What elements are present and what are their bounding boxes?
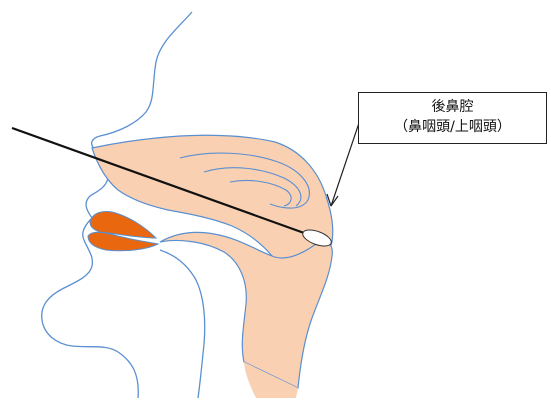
callout-pointer-line: [331, 120, 360, 206]
nasopharynx-label-box: 後鼻腔 （鼻咽頭/上咽頭）: [358, 92, 547, 144]
nasal-cavity-tissue: [92, 135, 333, 274]
label-line-2: （鼻咽頭/上咽頭）: [359, 117, 546, 137]
jaw-neck-outline: [160, 250, 205, 398]
label-line-1: 後鼻腔: [359, 97, 546, 117]
